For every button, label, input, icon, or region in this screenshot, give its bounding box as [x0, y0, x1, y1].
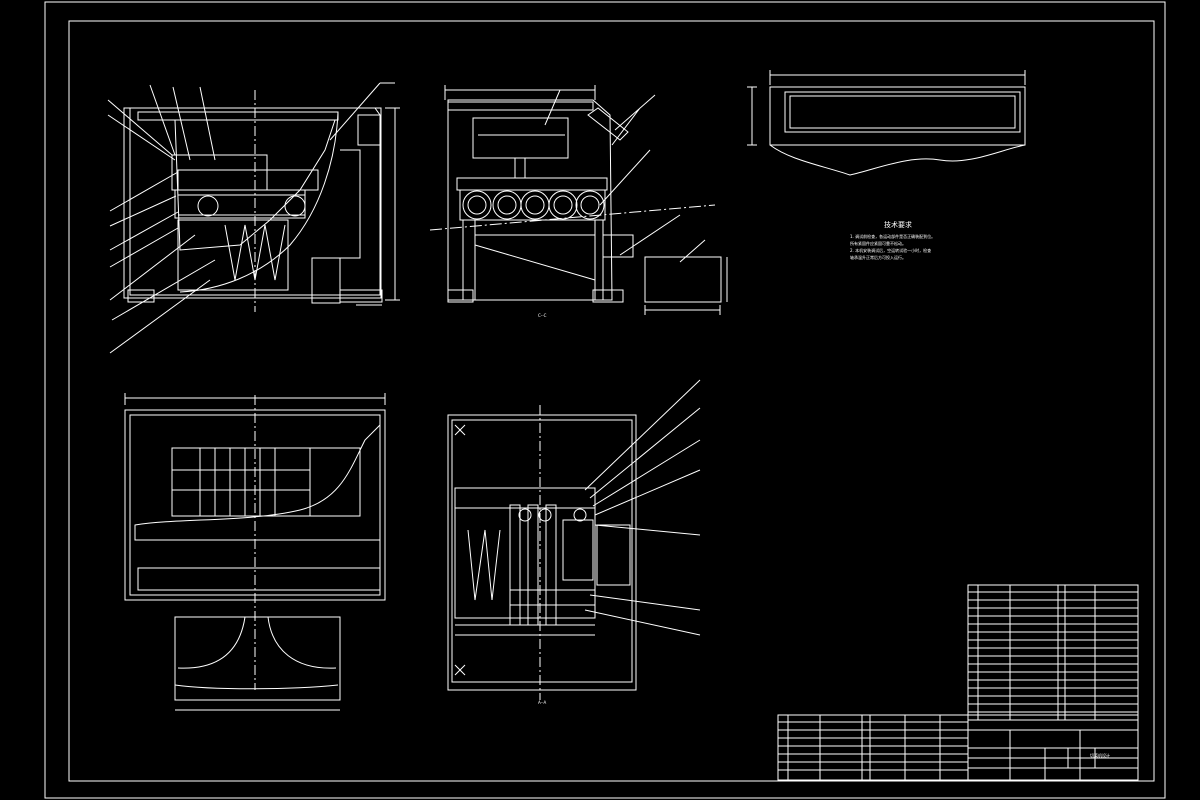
side-elevation-view [107, 82, 400, 354]
tech-requirements-line-2: 所有紧固件应紧固可靠不松动。 [850, 241, 906, 246]
hopper-top-view [747, 70, 1026, 176]
tech-requirements-line-3: 2. 本机安装调试后，空运转试验一小时，检查 [850, 248, 932, 253]
title-block [777, 714, 1139, 781]
section-label-aa: A--A [538, 700, 547, 705]
inner-border [68, 20, 1155, 782]
outer-border [44, 1, 1166, 799]
aa-section-view [447, 379, 701, 700]
tech-requirements-title: 技术要求 [884, 221, 912, 229]
section-label-cc: C--C [538, 313, 547, 318]
tech-requirements-line-1: 1. 调试前检查，各运动部件是否正确装配到位。 [850, 234, 936, 239]
top-plan-view [124, 393, 386, 711]
drawing-name: 切菜机设计 [1090, 753, 1110, 758]
tech-requirements-line-4: 轴承温升正常后方可投入运行。 [850, 255, 906, 260]
parts-list [967, 584, 1139, 721]
front-section-view [429, 85, 728, 315]
